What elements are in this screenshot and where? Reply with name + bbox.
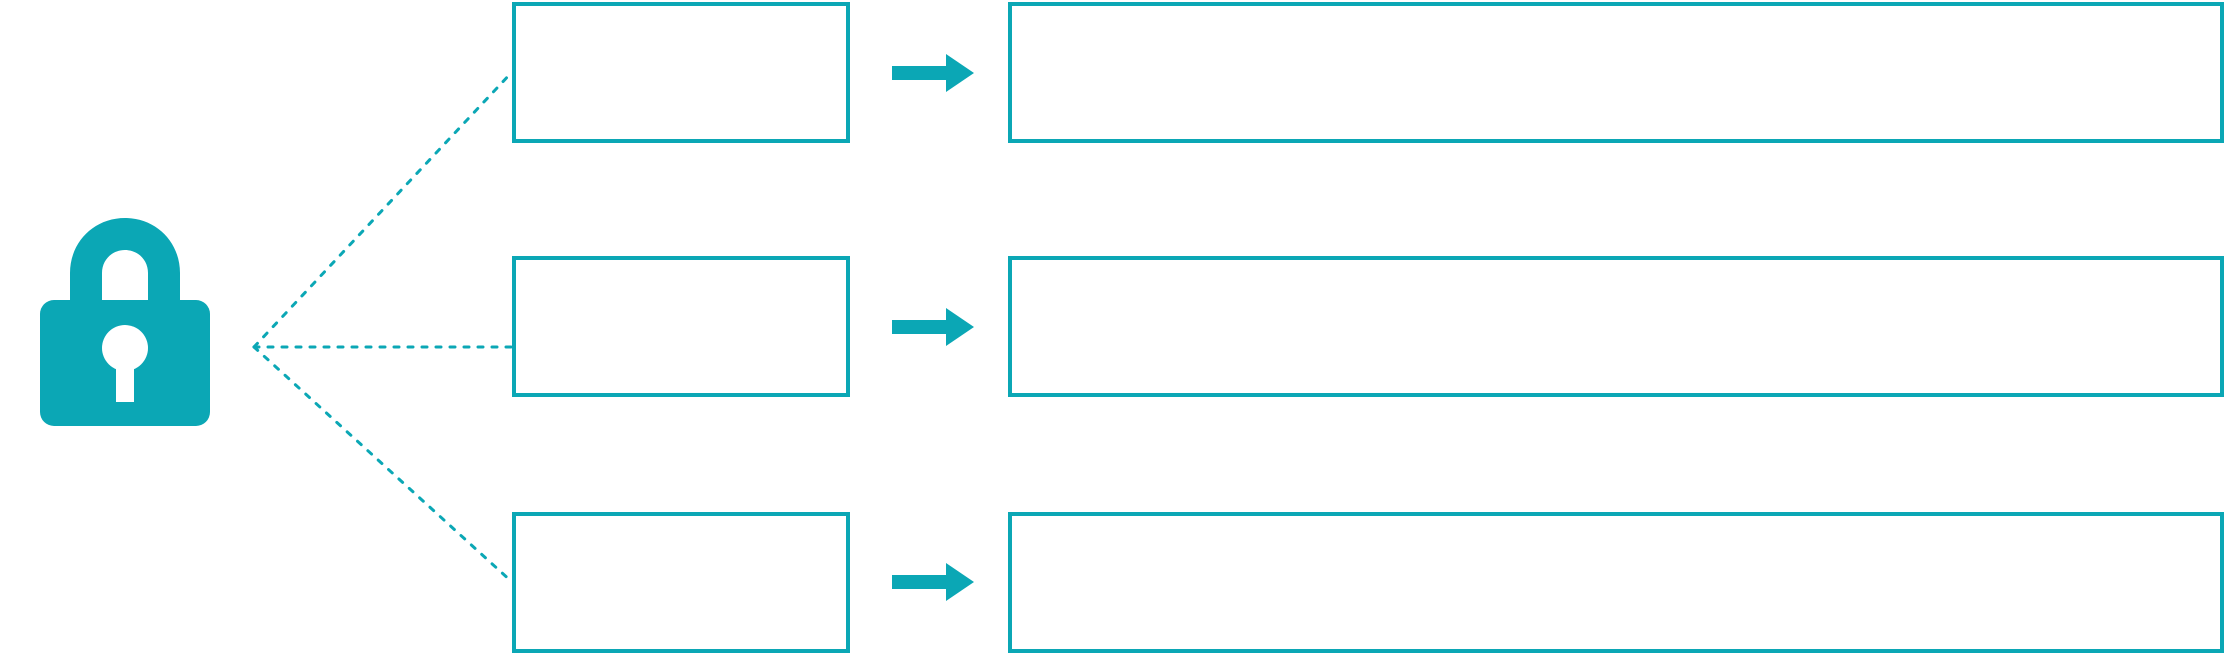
connector-branch-3: [252, 345, 514, 584]
lock-icon: [40, 218, 210, 426]
connector-branch-1: [252, 70, 514, 349]
detail-box-2[interactable]: [1008, 256, 2224, 397]
right-arrow-icon: [892, 308, 974, 346]
detail-box-1[interactable]: [1008, 2, 2224, 143]
stage-box-2[interactable]: [512, 256, 850, 397]
right-arrow-icon: [892, 54, 974, 92]
stage-box-3[interactable]: [512, 512, 850, 653]
stage-box-1[interactable]: [512, 2, 850, 143]
right-arrow-icon: [892, 563, 974, 601]
detail-box-3[interactable]: [1008, 512, 2224, 653]
